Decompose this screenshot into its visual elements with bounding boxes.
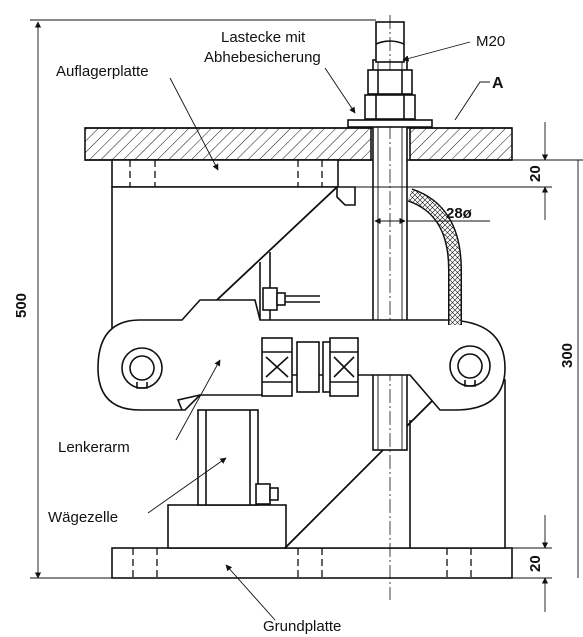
label-waegezelle: Wägezelle <box>48 509 118 526</box>
dim-bottom-plate-label: 20 <box>527 555 544 572</box>
lower-bracket <box>283 379 506 549</box>
top-mount-plate <box>111 159 339 188</box>
dim-top-plate-label: 20 <box>527 165 544 182</box>
dia-label: 28ø <box>446 205 473 222</box>
label-grundplatte: Grundplatte <box>263 618 341 635</box>
dim-side-height-label: 300 <box>559 343 576 368</box>
waegezelle <box>167 409 287 549</box>
dim-side-height <box>550 159 583 578</box>
label-a: A <box>492 75 504 92</box>
grounding-braid <box>407 188 462 325</box>
dim-total-height <box>30 19 376 579</box>
top-nuts <box>347 69 433 128</box>
sensor-plug <box>262 287 320 311</box>
auflagerplatte-hatched <box>84 127 513 161</box>
label-m20: M20 <box>476 33 505 50</box>
label-lastecke-2: Abhebesicherung <box>204 49 321 66</box>
dim-bottom-plate <box>512 515 552 612</box>
dia-dimension <box>372 200 490 228</box>
dim-total-height-label: 500 <box>13 293 30 318</box>
leaders <box>147 41 490 621</box>
label-lenkerarm: Lenkerarm <box>58 439 130 456</box>
grundplatte <box>111 547 513 579</box>
label-lastecke-1: Lastecke mit <box>221 29 306 46</box>
dim-top-plate <box>338 122 552 220</box>
link-nuts <box>261 337 359 397</box>
label-auflagerplatte: Auflagerplatte <box>56 63 149 80</box>
